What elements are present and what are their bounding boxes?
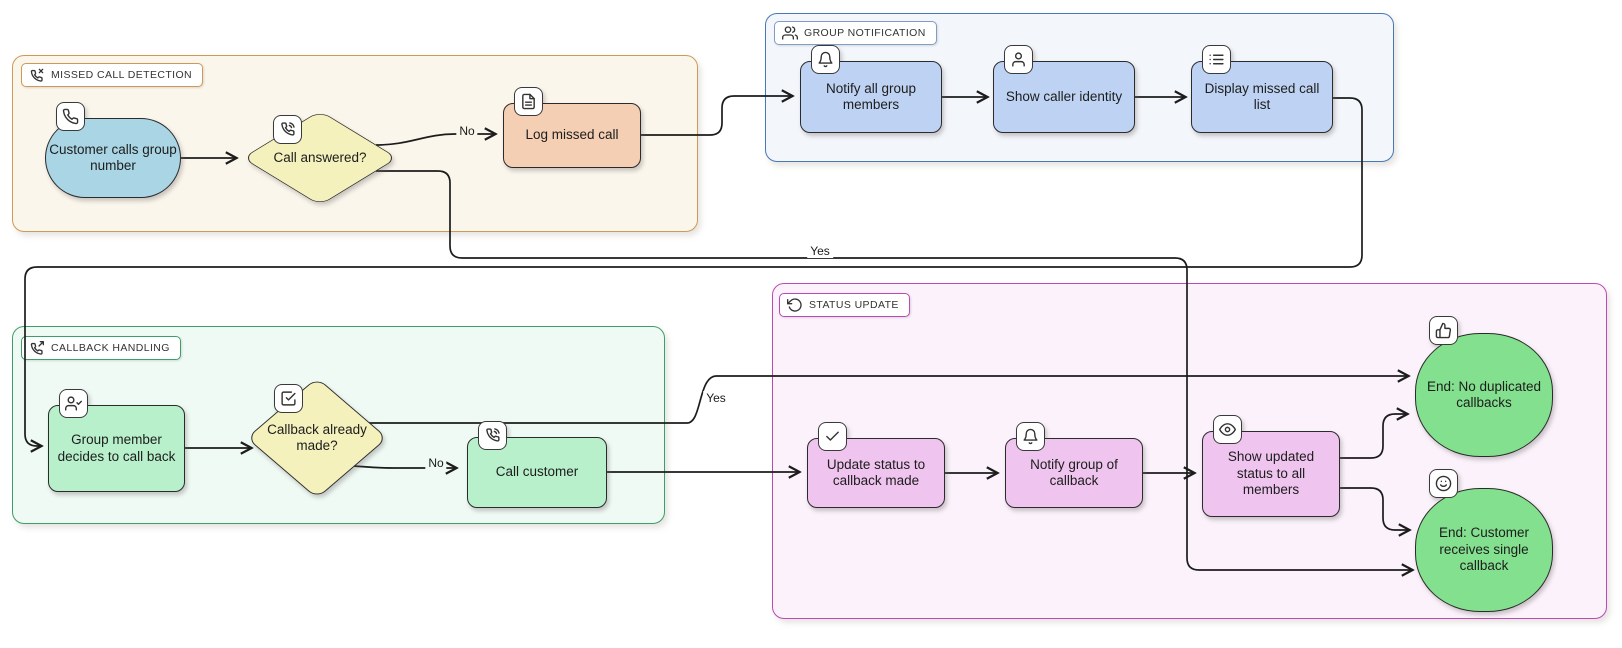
node-badge	[1429, 469, 1458, 498]
bell-icon	[817, 51, 834, 68]
node-badge	[1004, 45, 1033, 74]
node-end-no-duplicated-callbacks[interactable]: End: No duplicated callbacks	[1415, 316, 1553, 457]
group-label-chip: MISSED CALL DETECTION	[21, 63, 204, 87]
node-label: Log missed call	[525, 127, 619, 143]
thumbs-up-icon	[1435, 322, 1452, 339]
node-label: Group member decides to call back	[57, 432, 176, 464]
edge-label-no: No	[456, 124, 478, 138]
node-label: End: No duplicated callbacks	[1426, 378, 1542, 410]
node-badge	[478, 421, 507, 450]
group-label-chip: GROUP NOTIFICATION	[774, 21, 937, 45]
node-badge	[1202, 45, 1231, 74]
group-title: CALLBACK HANDLING	[51, 342, 170, 354]
node-badge	[818, 422, 847, 451]
edge-label-yes: Yes	[807, 244, 833, 258]
node-show-caller-identity[interactable]: Show caller identity	[993, 45, 1135, 133]
node-badge	[514, 87, 543, 116]
refresh-icon	[787, 297, 803, 313]
node-update-status-callback-made[interactable]: Update status to callback made	[807, 422, 945, 508]
phone-icon	[62, 108, 79, 125]
node-call-answered[interactable]: Call answered?	[242, 110, 398, 206]
missed-call-icon	[29, 67, 45, 83]
edge-label-yes: Yes	[703, 391, 729, 405]
node-label: Call customer	[495, 464, 579, 480]
node-label: Update status to callback made	[826, 456, 926, 488]
node-badge	[811, 45, 840, 74]
node-label: Notify all group members	[825, 80, 917, 112]
group-title: STATUS UPDATE	[809, 299, 899, 311]
node-end-customer-single-callback[interactable]: End: Customer receives single callback	[1415, 469, 1553, 612]
edge-label-no: No	[425, 456, 447, 470]
smiley-icon	[1435, 475, 1452, 492]
node-badge	[56, 102, 85, 131]
people-icon	[782, 25, 798, 41]
node-label: Display missed call list	[1204, 80, 1320, 112]
list-icon	[1208, 51, 1225, 68]
node-label: Callback already made?	[267, 421, 367, 453]
eye-icon	[1219, 421, 1236, 438]
node-badge	[1016, 422, 1045, 451]
document-icon	[520, 93, 537, 110]
group-title: GROUP NOTIFICATION	[804, 27, 926, 39]
node-label: Show caller identity	[1005, 88, 1123, 104]
check-icon	[824, 428, 841, 445]
node-customer-calls[interactable]: Customer calls group number	[45, 102, 181, 198]
node-badge	[1429, 316, 1458, 345]
node-notify-group-of-callback[interactable]: Notify group of callback	[1005, 422, 1143, 508]
node-label: Show updated status to all members	[1227, 449, 1315, 498]
node-show-updated-status[interactable]: Show updated status to all members	[1202, 415, 1340, 517]
node-label: End: Customer receives single callback	[1438, 525, 1530, 574]
node-badge	[1213, 415, 1242, 444]
bell-icon	[1022, 428, 1039, 445]
phone-ringing-icon	[484, 427, 501, 444]
group-label-chip: CALLBACK HANDLING	[21, 336, 181, 360]
node-badge	[59, 389, 88, 418]
node-log-missed-call[interactable]: Log missed call	[503, 87, 641, 168]
node-group-member-decides[interactable]: Group member decides to call back	[48, 389, 185, 492]
node-display-missed-call-list[interactable]: Display missed call list	[1191, 45, 1333, 133]
group-label-chip: STATUS UPDATE	[779, 293, 910, 317]
node-call-customer[interactable]: Call customer	[467, 421, 607, 508]
node-notify-all-members[interactable]: Notify all group members	[800, 45, 942, 133]
person-icon	[1010, 51, 1027, 68]
node-label: Notify group of callback	[1030, 456, 1118, 488]
person-check-icon	[65, 395, 82, 412]
node-label: Customer calls group number	[49, 141, 177, 173]
node-callback-already-made[interactable]: Callback already made?	[246, 377, 388, 499]
callback-phone-icon	[29, 340, 45, 356]
node-label: Call answered?	[273, 149, 367, 165]
group-title: MISSED CALL DETECTION	[51, 69, 193, 81]
